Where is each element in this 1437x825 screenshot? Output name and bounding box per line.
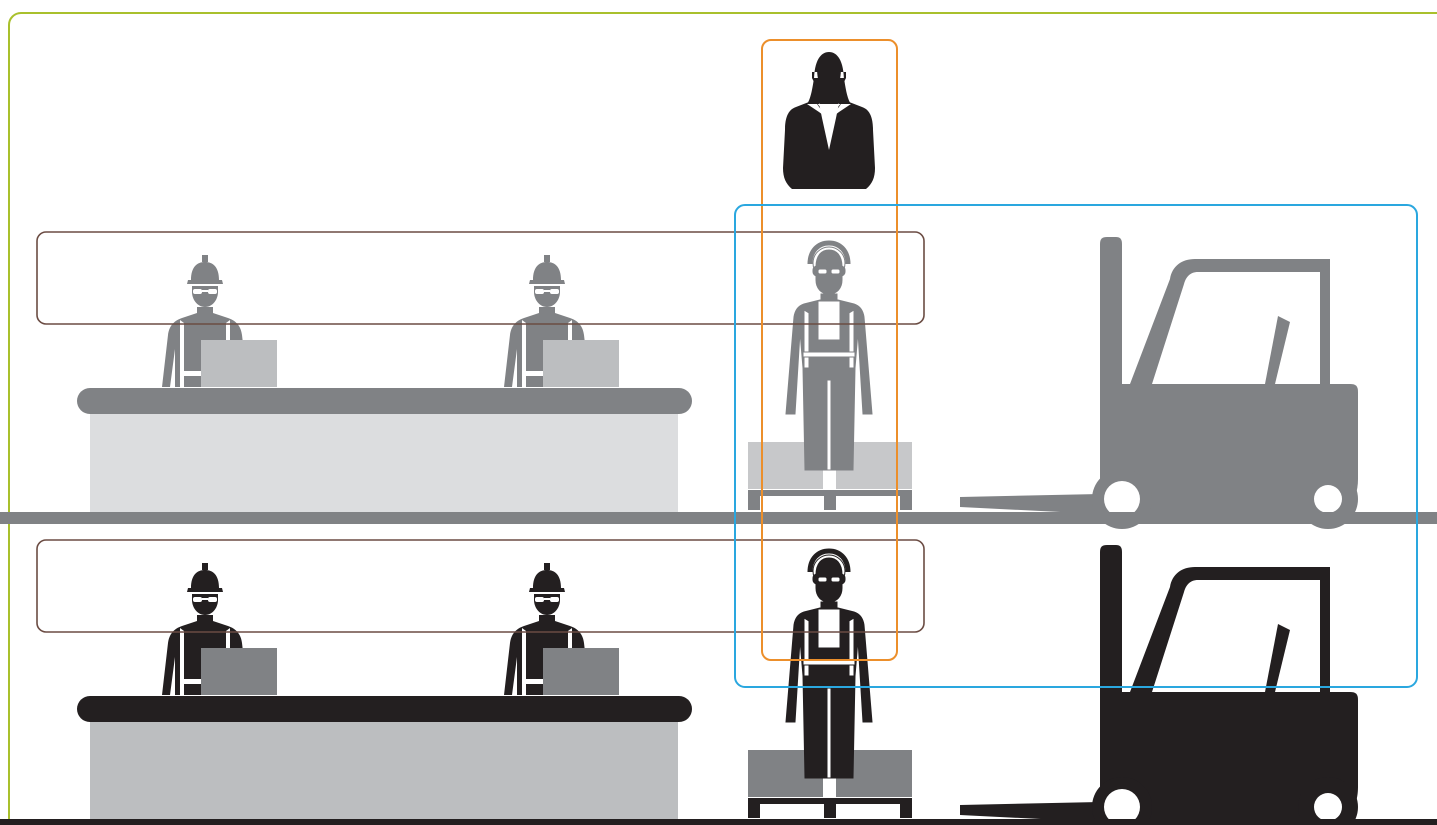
forklift-icon xyxy=(960,237,1358,529)
outer-frame xyxy=(8,12,1437,825)
desk-icon xyxy=(77,388,692,414)
laptop-icon xyxy=(201,340,277,387)
laptop-icon xyxy=(543,340,619,387)
desk-front-lower xyxy=(90,713,678,825)
forklift-icon xyxy=(960,545,1358,825)
upper-level xyxy=(0,237,1437,529)
supervisor-zone xyxy=(761,39,898,661)
laptop-icon xyxy=(201,648,277,695)
floor-operations-zone xyxy=(734,204,1418,688)
lower-floor-line xyxy=(0,819,1437,825)
upper-floor-line xyxy=(0,512,1437,524)
warehouse-worker-hardhat-icon xyxy=(786,551,872,778)
desk-icon xyxy=(77,696,692,722)
lower-level xyxy=(0,545,1437,825)
workstation-zone-lower xyxy=(36,539,925,633)
workstation-zone-upper xyxy=(36,231,925,325)
desk-front-upper xyxy=(90,405,678,512)
laptop-icon xyxy=(543,648,619,695)
supervisor-person-icon xyxy=(783,52,875,189)
warehouse-worker-hardhat-icon xyxy=(786,243,872,470)
pallet-boxes-icon xyxy=(748,750,912,818)
